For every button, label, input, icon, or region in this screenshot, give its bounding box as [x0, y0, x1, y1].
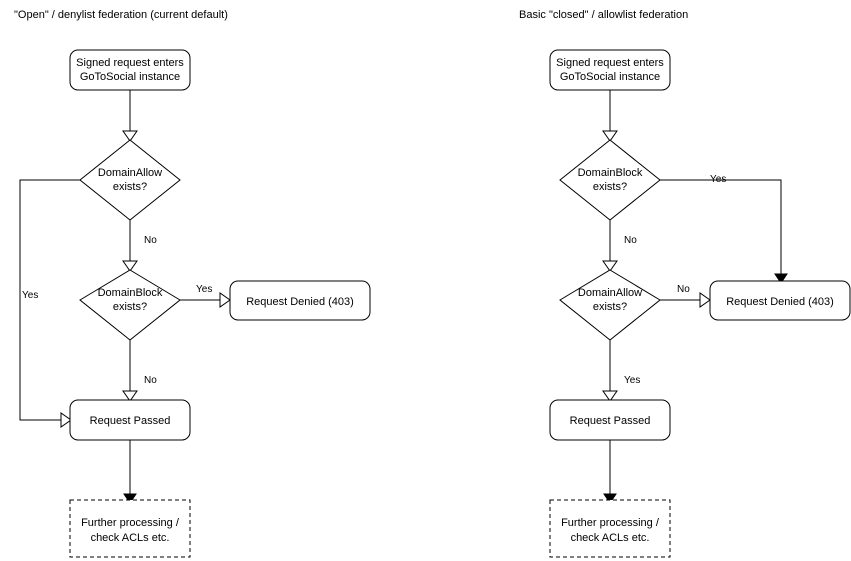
request-denied-left-label: Request Denied (403) [246, 296, 354, 308]
arrowhead-solid-icon [774, 273, 788, 284]
arrowhead-open-icon [602, 390, 618, 402]
further-processing-right-line2: check ACLs etc. [571, 532, 650, 544]
edge-label-domainblock-no-right: No [624, 235, 637, 246]
edge-label-domainblock-yes-right: Yes [710, 174, 726, 185]
start-box-right-line2: GoToSocial instance [560, 71, 660, 83]
edge-label-domainblock-no-left: No [144, 375, 157, 386]
edge-domainblock-no-right: No [602, 220, 637, 272]
start-box-left-line2: GoToSocial instance [80, 71, 180, 83]
edge-start-to-domainblock-right [602, 90, 618, 142]
edge-start-to-domainallow-left [122, 90, 138, 142]
request-denied-right-shape [709, 280, 851, 321]
panel-title-right: Basic "closed" / allowlist federation [519, 9, 688, 21]
arrowhead-open-icon [602, 260, 618, 272]
request-passed-right-label: Request Passed [570, 415, 651, 427]
panel-closed-allowlist: Basic "closed" / allowlist federation Si… [519, 9, 851, 558]
panel-open-denylist: "Open" / denylist federation (current de… [14, 9, 371, 558]
arrowhead-open-icon [122, 260, 138, 272]
start-box-right-shape [549, 49, 671, 91]
arrowhead-open-icon [60, 412, 72, 428]
node-request-passed-right[interactable]: Request Passed [549, 399, 671, 441]
domainallow-diamond-left-shape [79, 139, 181, 221]
edge-domainblock-yes-left: Yes [180, 284, 231, 308]
request-denied-left-shape [229, 280, 371, 321]
arrowhead-solid-icon [603, 493, 617, 504]
node-decision-domainallow-right[interactable]: DomainAllow exists? [559, 269, 661, 341]
node-further-processing-left[interactable]: Further processing / check ACLs etc. [69, 499, 191, 558]
node-further-processing-right[interactable]: Further processing / check ACLs etc. [549, 499, 671, 558]
arrowhead-open-icon [122, 390, 138, 402]
panel-title-left: "Open" / denylist federation (current de… [14, 9, 228, 21]
domainblock-right-line1: DomainBlock [578, 167, 643, 179]
edge-domainallow-no-right: No [660, 284, 711, 308]
domainblock-diamond-right-shape [559, 139, 661, 221]
further-processing-right-line1: Further processing / [561, 517, 660, 529]
further-processing-left-shape [69, 499, 191, 558]
edge-domainallow-yes-right: Yes [602, 340, 640, 402]
arrowhead-open-icon [122, 130, 138, 142]
edge-passed-to-further-left [123, 440, 137, 504]
edge-domainblock-no-left: No [122, 340, 157, 402]
request-passed-left-label: Request Passed [90, 415, 171, 427]
further-processing-left-line2: check ACLs etc. [91, 532, 170, 544]
edge-domainallow-no-left: No [122, 220, 157, 272]
node-decision-domainblock-right[interactable]: DomainBlock exists? [559, 139, 661, 221]
domainblock-right-line2: exists? [593, 181, 627, 193]
node-start-right[interactable]: Signed request enters GoToSocial instanc… [549, 49, 671, 91]
domainblock-left-line1: DomainBlock [98, 287, 163, 299]
further-processing-right-shape [549, 499, 671, 558]
edge-label-domainallow-no-left: No [144, 235, 157, 246]
start-box-right-line1: Signed request enters [556, 57, 664, 69]
edge-domainallow-yes-left: Yes [19, 179, 80, 428]
arrowhead-open-icon [219, 292, 231, 308]
start-box-left-shape [69, 49, 191, 91]
request-denied-right-label: Request Denied (403) [726, 296, 834, 308]
domainblock-left-line2: exists? [113, 301, 147, 313]
node-decision-domainblock-left[interactable]: DomainBlock exists? [79, 269, 181, 341]
edge-passed-to-further-right [603, 440, 617, 504]
node-request-denied-right[interactable]: Request Denied (403) [709, 280, 851, 321]
arrowhead-open-icon [602, 130, 618, 142]
arrowhead-open-icon [699, 292, 711, 308]
domainallow-right-line1: DomainAllow [578, 287, 642, 299]
further-processing-left-line1: Further processing / [81, 517, 180, 529]
node-decision-domainallow-left[interactable]: DomainAllow exists? [79, 139, 181, 221]
domainallow-right-line2: exists? [593, 301, 627, 313]
node-request-passed-left[interactable]: Request Passed [69, 399, 191, 441]
edge-label-domainblock-yes-left: Yes [196, 284, 212, 295]
domainallow-left-line1: DomainAllow [98, 167, 162, 179]
edge-domainblock-yes-right: Yes [660, 174, 788, 284]
edge-label-domainallow-yes-left: Yes [22, 290, 38, 301]
edge-label-domainallow-yes-right: Yes [624, 375, 640, 386]
start-box-left-line1: Signed request enters [76, 57, 184, 69]
node-start-left[interactable]: Signed request enters GoToSocial instanc… [69, 49, 191, 91]
edge-label-domainallow-no-right: No [677, 284, 690, 295]
domainallow-left-line2: exists? [113, 181, 147, 193]
node-request-denied-left[interactable]: Request Denied (403) [229, 280, 371, 321]
arrowhead-solid-icon [123, 493, 137, 504]
